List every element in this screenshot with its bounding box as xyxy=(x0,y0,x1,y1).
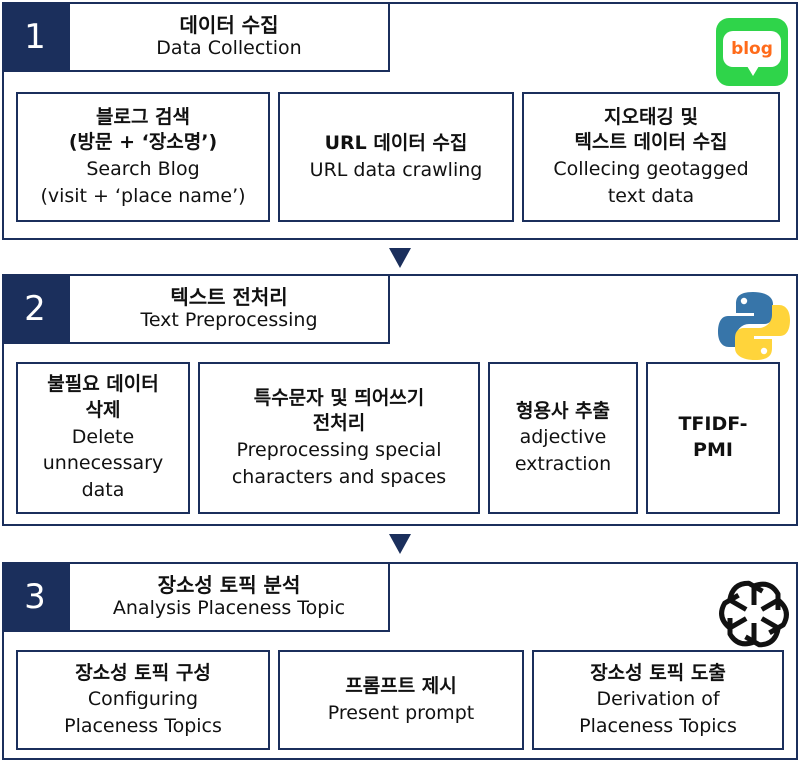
step-title-en: Delete unnecessary data xyxy=(42,425,164,501)
naver-blog-icon: blog xyxy=(716,18,788,86)
step-special-characters: 특수문자 및 띄어쓰기 전처리 Preprocessing special ch… xyxy=(198,362,480,514)
stage-number: 1 xyxy=(2,2,68,72)
step-title-en: Collecing geotagged text data xyxy=(553,158,749,207)
step-title-ko: 특수문자 및 띄어쓰기 전처리 xyxy=(253,386,425,435)
step-title-en: adjective extraction xyxy=(514,426,612,475)
step-title-ko: 장소성 토픽 구성 xyxy=(75,661,211,684)
stage-title: 장소성 토픽 분석 Analysis Placeness Topic xyxy=(68,562,390,632)
stage-title: 텍스트 전처리 Text Preprocessing xyxy=(68,274,390,344)
step-title-en: Preprocessing special characters and spa… xyxy=(231,439,447,488)
stage-title-en: Data Collection xyxy=(156,37,302,60)
step-search-blog: 블로그 검색 (방문 + ‘장소명’) Search Blog (visit +… xyxy=(16,92,270,222)
step-title-ko: URL 데이터 수집 xyxy=(324,131,468,154)
python-icon xyxy=(718,292,790,360)
step-title-en: Configuring Placeness Topics xyxy=(64,688,222,737)
step-configuring-topics: 장소성 토픽 구성 Configuring Placeness Topics xyxy=(16,650,270,750)
step-title-ko: 형용사 추출 xyxy=(515,399,610,422)
step-adjective-extraction: 형용사 추출 adjective extraction xyxy=(488,362,638,514)
step-derivation-topics: 장소성 토픽 도출 Derivation of Placeness Topics xyxy=(532,650,784,750)
stage-title-ko: 데이터 수집 xyxy=(179,13,279,38)
step-present-prompt: 프롬프트 제시 Present prompt xyxy=(278,650,524,750)
blog-bubble: blog xyxy=(723,31,781,76)
stage-title-ko: 텍스트 전처리 xyxy=(170,285,288,310)
step-title-ko: 블로그 검색 (방문 + ‘장소명’) xyxy=(68,105,218,154)
step-geotagged-text: 지오태깅 및 텍스트 데이터 수집 Collecing geotagged te… xyxy=(522,92,780,222)
step-title-ko: 지오태깅 및 텍스트 데이터 수집 xyxy=(574,105,728,154)
step-title-ko: 불필요 데이터 삭제 xyxy=(47,373,159,422)
stage-number: 3 xyxy=(2,562,68,632)
down-arrow-icon xyxy=(389,248,411,268)
down-arrow-icon xyxy=(389,534,411,554)
stage-title-en: Analysis Placeness Topic xyxy=(112,597,346,620)
step-title-en: Derivation of Placeness Topics xyxy=(579,688,737,737)
step-url-crawling: URL 데이터 수집 URL data crawling xyxy=(278,92,514,222)
step-title-en: Search Blog (visit + ‘place name’) xyxy=(40,158,246,207)
step-title-ko: TFIDF- PMI xyxy=(678,413,748,461)
step-delete-data: 불필요 데이터 삭제 Delete unnecessary data xyxy=(16,362,190,514)
step-tfidf-pmi: TFIDF- PMI xyxy=(646,362,780,514)
step-title-en: Present prompt xyxy=(327,701,475,724)
stage-title-ko: 장소성 토픽 분석 xyxy=(157,573,301,598)
blog-logo-text: blog xyxy=(731,38,773,59)
step-title-ko: 프롬프트 제시 xyxy=(345,674,457,697)
step-title-en: URL data crawling xyxy=(309,158,483,181)
stage-title-en: Text Preprocessing xyxy=(140,309,318,332)
step-title-ko: 장소성 토픽 도출 xyxy=(590,661,726,684)
stage-title: 데이터 수집 Data Collection xyxy=(68,2,390,72)
stage-number: 2 xyxy=(2,274,68,344)
openai-icon xyxy=(719,580,789,648)
